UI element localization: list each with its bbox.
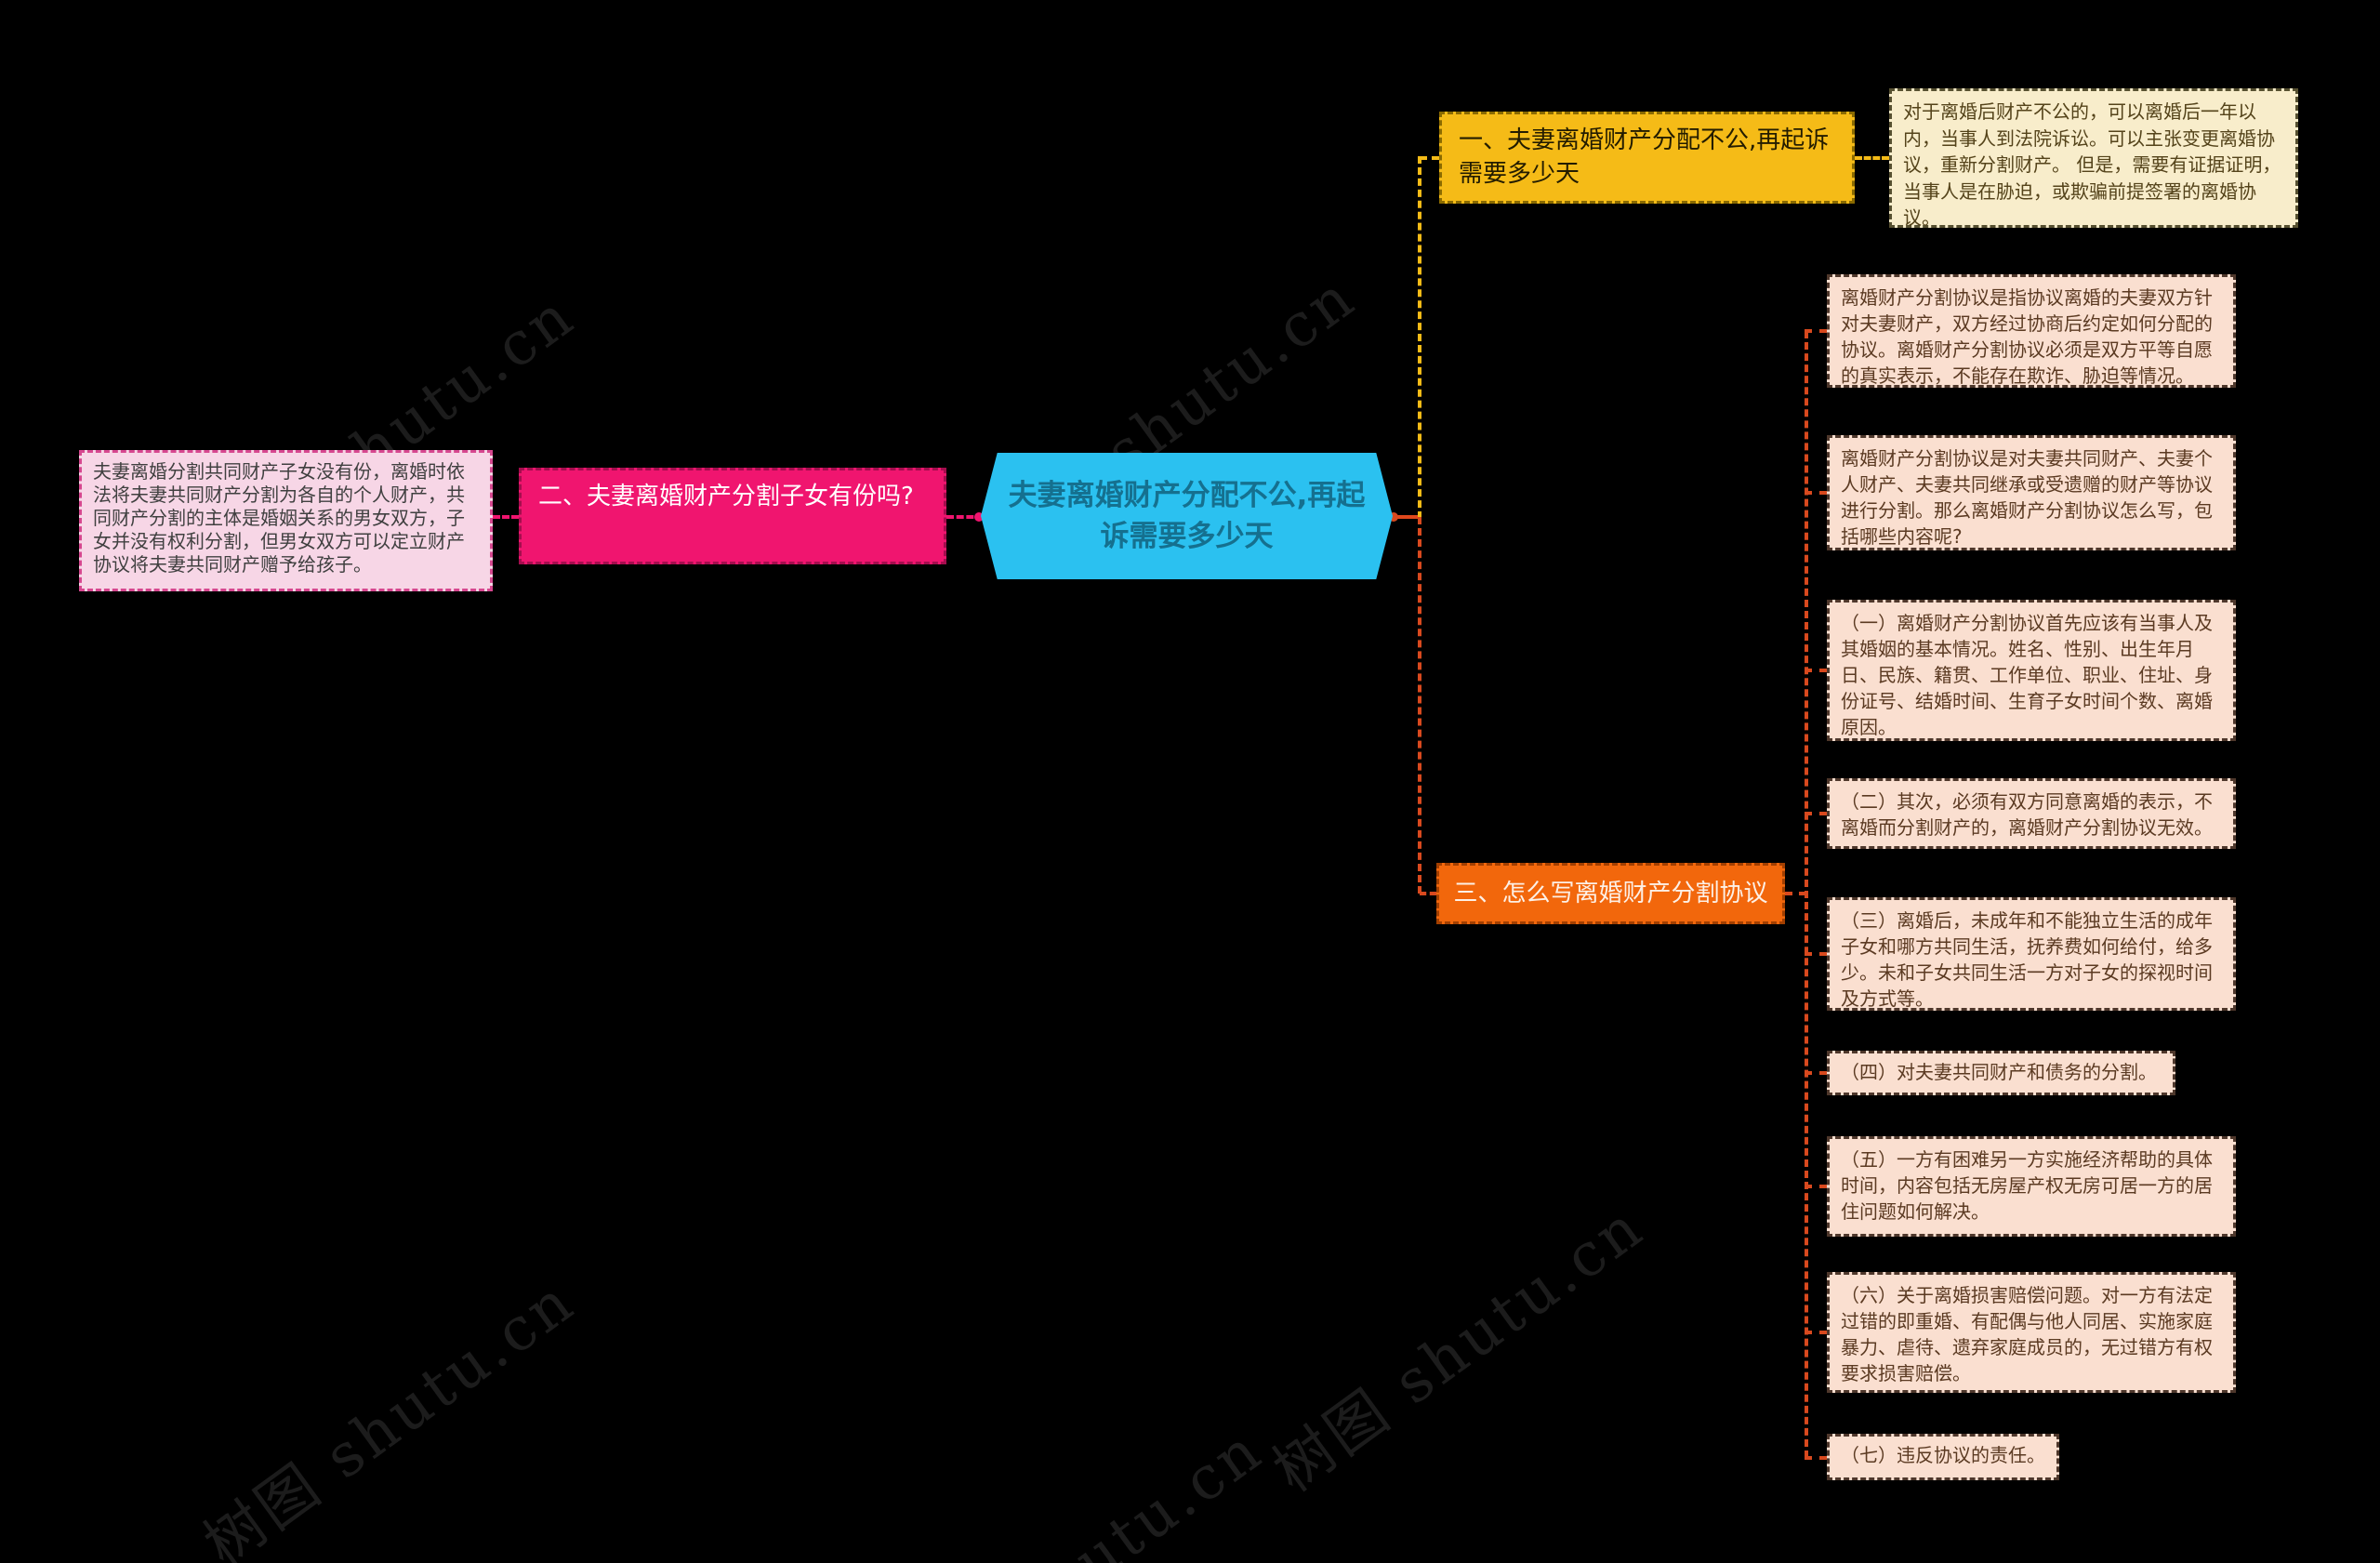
note-box-item-4[interactable]: （四）对夫妻共同财产和债务的分割。 [1827,1051,2175,1095]
connector-branch-one-to-note [1855,156,1889,160]
junction-dot-pink [974,512,984,522]
watermark-text: 树图 shutu.cn [192,1266,588,1563]
branch-node-two[interactable]: 二、夫妻离婚财产分割子女有份吗? [519,468,946,564]
note-box-item-2[interactable]: （二）其次，必须有双方同意离婚的表示，不离婚而分割财产的，离婚财产分割协议无效。 [1827,778,2236,849]
junction-dot-red [1389,512,1398,522]
connector-stub-note [1805,1185,1827,1188]
connector-vertical-branch-one [1418,156,1421,519]
note-box-children-share[interactable]: 夫妻离婚分割共同财产子女没有份，离婚时依法将夫妻共同财产分割为各自的个人财产，共… [79,450,493,591]
note-box-agreement-definition[interactable]: 离婚财产分割协议是指协议离婚的夫妻双方针对夫妻财产，双方经过协商后约定如何分配的… [1827,274,2236,388]
note-box-item-3[interactable]: （三）离婚后，未成年和不能独立生活的成年子女和哪方共同生活，抚养费如何给付，给多… [1827,897,2236,1011]
note-box-item-1[interactable]: （一）离婚财产分割协议首先应该有当事人及其婚姻的基本情况。姓名、性别、出生年月日… [1827,600,2236,741]
connector-stub-note [1805,491,1827,495]
connector-stub-note [1805,669,1827,672]
connector-note-to-branch-two [493,515,519,519]
connector-root-right-stub [1393,515,1420,519]
connector-branch-two-to-root [946,515,984,519]
watermark-text: 树图 shutu.cn [872,1404,1277,1563]
connector-stub-note [1805,1456,1827,1460]
note-box-divorce-lawsuit[interactable]: 对于离婚后财产不公的，可以离婚后一年以内，当事人到法院诉讼。可以主张变更离婚协议… [1889,88,2298,229]
note-box-agreement-scope[interactable]: 离婚财产分割协议是对夫妻共同财产、夫妻个人财产、夫妻共同继承或受遗赠的财产等协议… [1827,435,2236,550]
connector-stub-note [1805,1071,1827,1075]
connector-trunk-branch-three [1805,331,1808,1458]
connector-stub-note [1805,812,1827,815]
branch-node-three[interactable]: 三、怎么写离婚财产分割协议 [1436,863,1785,924]
watermark-text: 树图 shutu.cn [1261,1192,1658,1506]
connector-to-branch-three [1420,892,1436,895]
connector-stub-note [1805,1331,1827,1334]
note-box-item-7[interactable]: （七）违反协议的责任。 [1827,1434,2059,1480]
note-box-item-6[interactable]: （六）关于离婚损害赔偿问题。对一方有法定过错的即重婚、有配偶与他人同居、实施家庭… [1827,1272,2236,1393]
connector-to-branch-one [1420,156,1439,160]
root-node[interactable]: 夫妻离婚财产分配不公,再起诉需要多少天 [981,453,1393,579]
connector-branch-three-to-trunk [1785,892,1806,895]
note-box-item-5[interactable]: （五）一方有困难另一方实施经济帮助的具体时间，内容包括无房屋产权无房可居一方的居… [1827,1136,2236,1237]
branch-node-one[interactable]: 一、夫妻离婚财产分配不公,再起诉需要多少天 [1439,112,1855,204]
connector-stub-note [1805,952,1827,956]
connector-vertical-branch-three [1418,517,1421,894]
connector-stub-note [1805,329,1827,333]
